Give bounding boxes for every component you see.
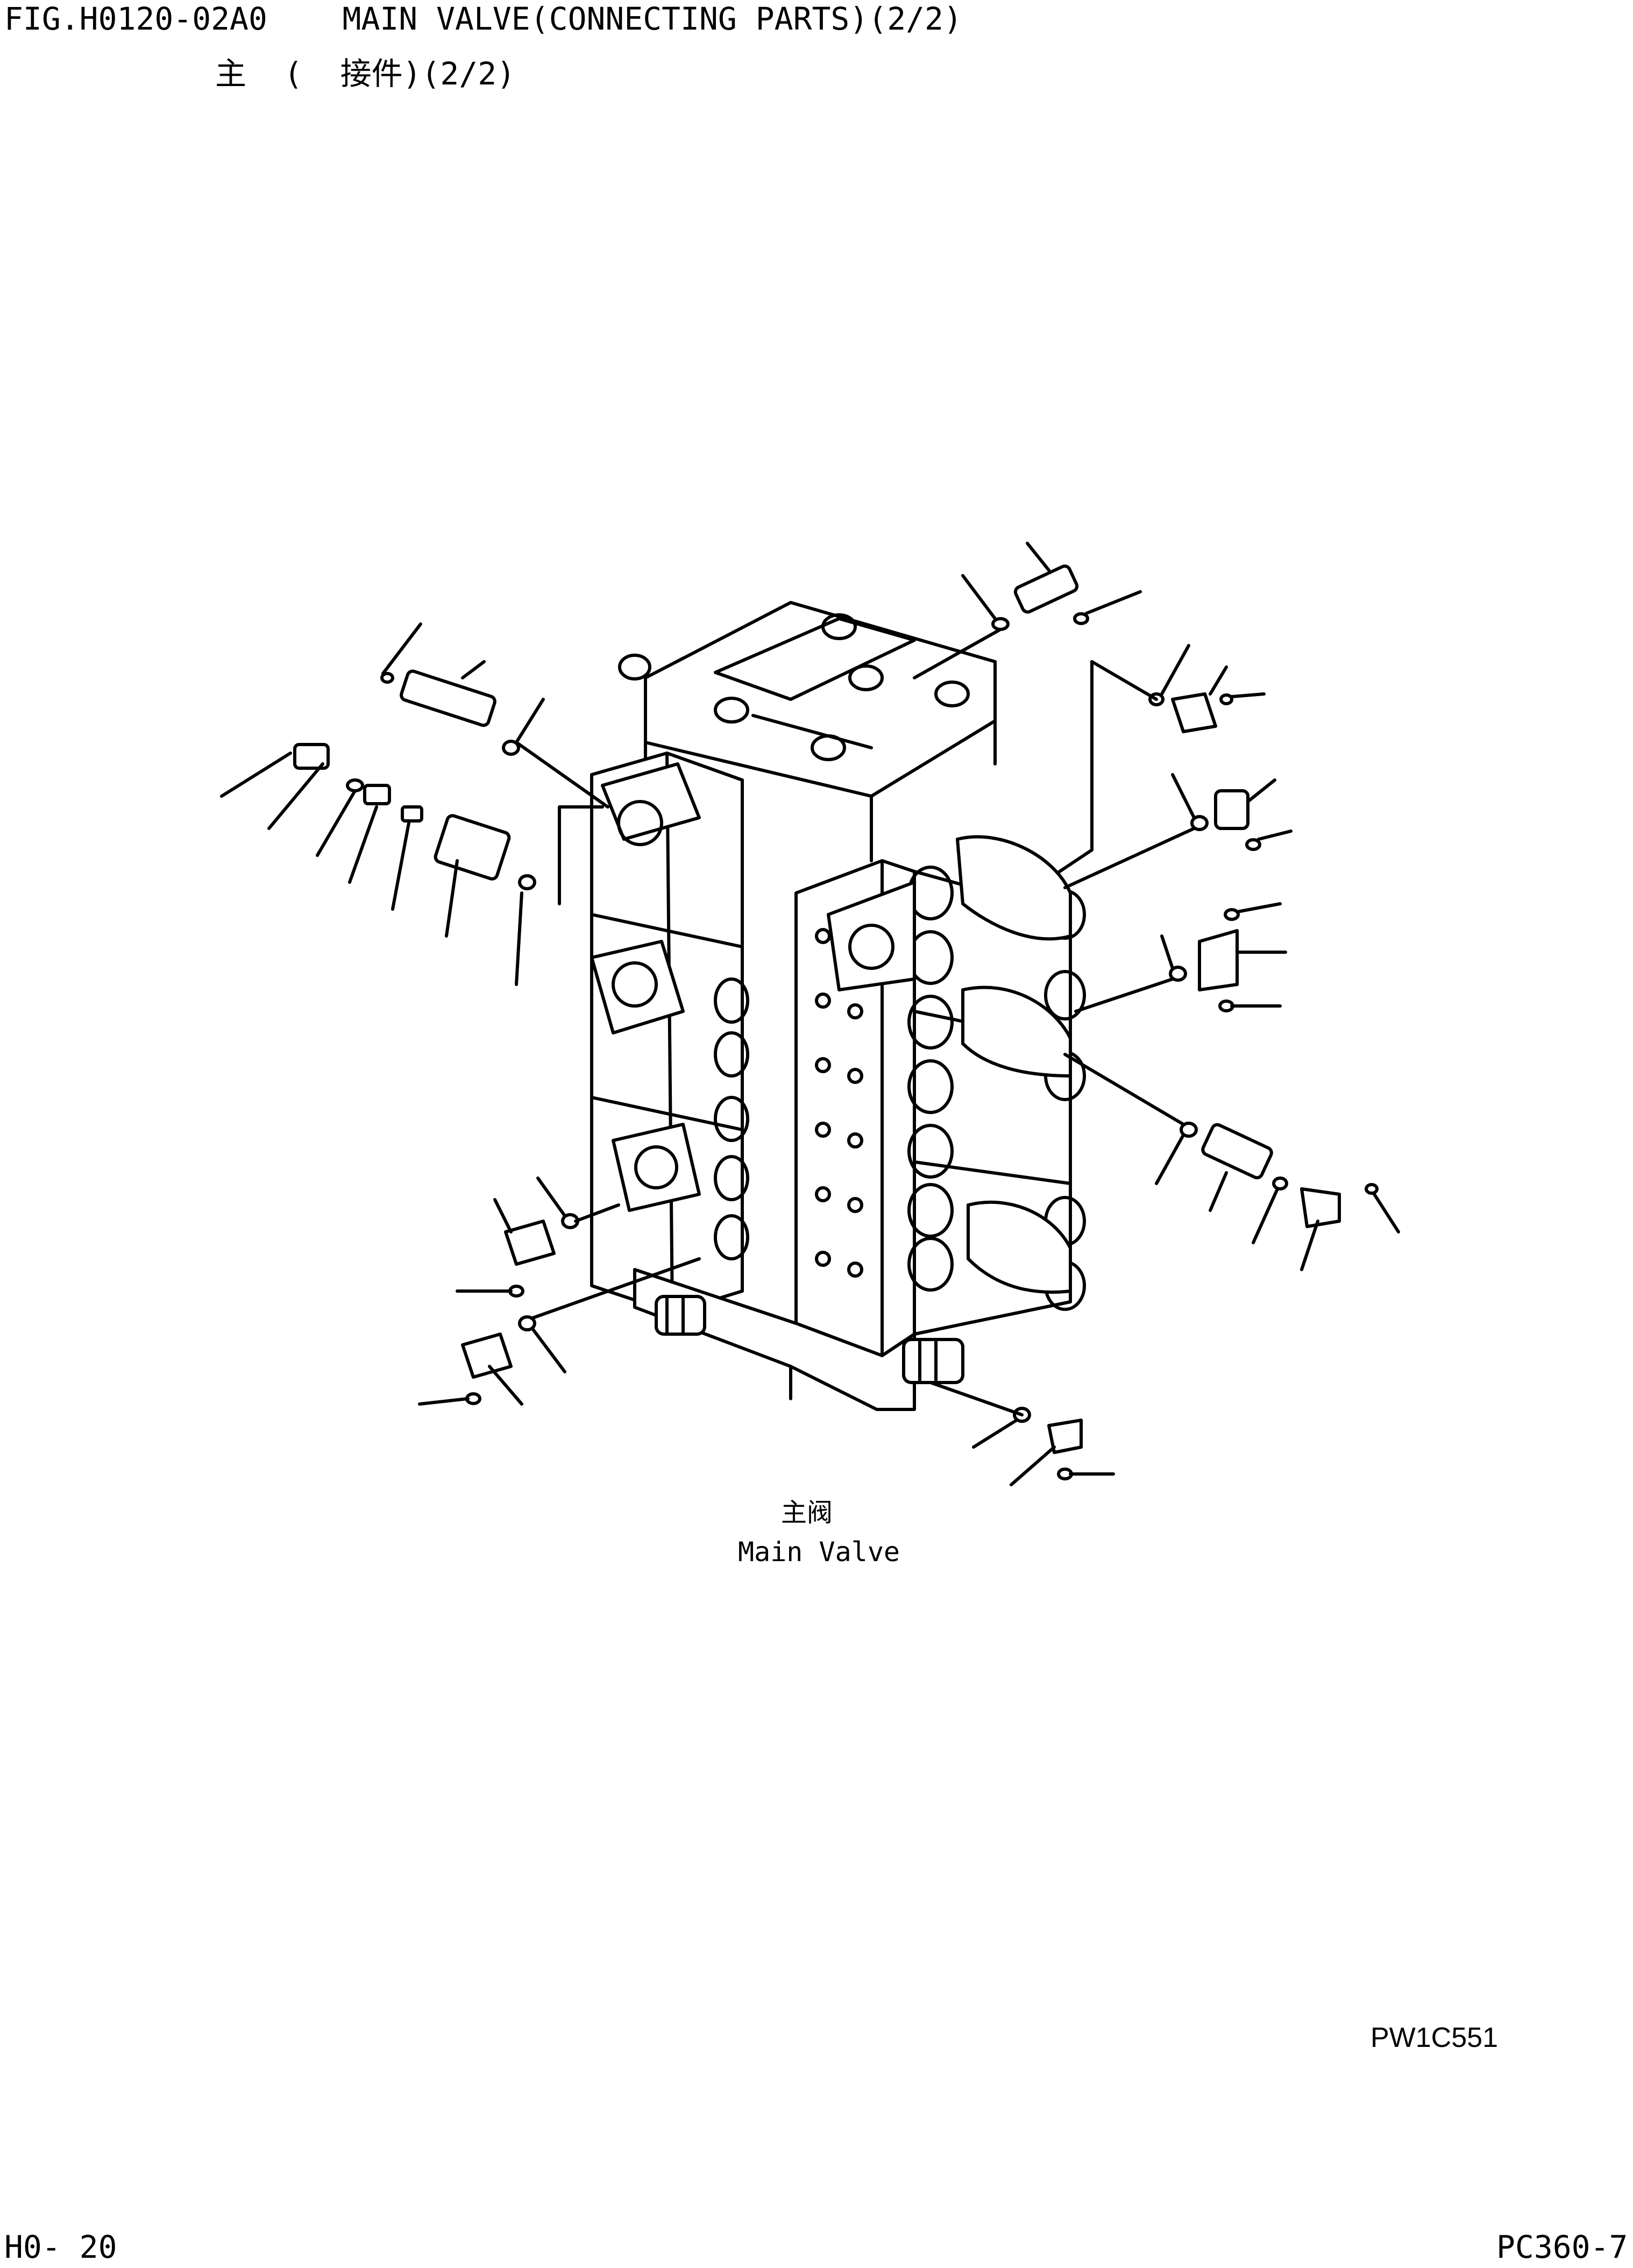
drawing-id: PW1C551 [1371,2022,1498,2053]
left-front-caps [714,977,749,1260]
figure-subtitle: 主 ( 接件)(2/2) [215,55,516,92]
top-bolts [618,613,970,761]
lower-right-exploded-parts [929,1381,1115,1486]
page-number: H0- 20 [4,2229,117,2265]
model-number: PC360-7 [1496,2229,1628,2265]
drawing-caption-chinese: 主阀 [781,1498,833,1528]
front-port-block [827,881,916,991]
lower-right-port [902,1338,964,1384]
left-exploded-parts [220,622,609,986]
valve-body [590,601,1086,1411]
middle-right-exploded-parts [1063,902,1400,1271]
upper-right-exploded-parts [913,542,1293,889]
front-port [848,924,894,970]
center-block-ports [815,928,863,1278]
drawing-caption-english: Main Valve [738,1536,900,1568]
lower-left-exploded-parts [418,1176,701,1406]
figure-title: FIG.H0120-02A0 MAIN VALVE(CONNECTING PAR… [4,1,962,37]
lower-left-port [655,1295,706,1336]
